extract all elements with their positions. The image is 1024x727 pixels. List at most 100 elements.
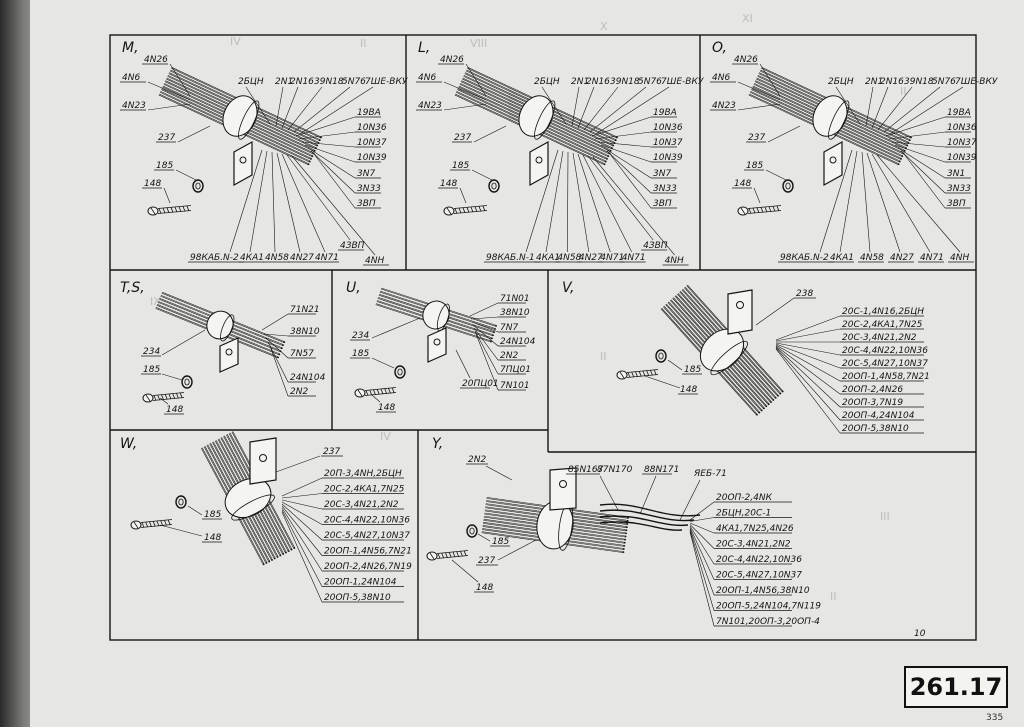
leader-line: [737, 103, 781, 111]
wire-label-top: 2N1: [865, 77, 883, 87]
wire-label-bottom: 4N27: [890, 253, 914, 263]
wire-label-top: ЯЕБ-71: [693, 469, 727, 479]
ghost-text: X: [600, 20, 608, 33]
panel-title: U,: [346, 280, 361, 296]
leader-line: [866, 152, 901, 253]
wire-label-top: 5N76: [638, 77, 662, 87]
leader-line: [871, 153, 931, 253]
leader-line: [281, 503, 323, 541]
leader-line: [759, 63, 781, 97]
thread: [186, 205, 190, 212]
panel-title: V,: [562, 280, 574, 296]
thread: [391, 387, 395, 394]
wire-label-right: 38N10: [500, 308, 530, 318]
thread: [776, 205, 780, 212]
screw-thread: [152, 392, 185, 401]
leader-line: [689, 517, 715, 522]
leader-line: [371, 394, 381, 403]
part-label: 237: [748, 133, 765, 143]
wire-label-right: 7N57: [290, 349, 314, 359]
bracket-hole: [259, 454, 267, 462]
leader-line: [473, 125, 507, 143]
pin-tip: [900, 157, 902, 160]
pin-tip: [624, 535, 627, 538]
leader-line: [301, 141, 356, 148]
wire-group-label: 20С-2,4КА1,7N25: [842, 320, 923, 330]
wire-label-bottom: 4NН: [365, 256, 384, 266]
wire-label-bottom: 4N27: [579, 253, 603, 263]
part-label: 185: [156, 161, 173, 171]
lock-washer: [782, 179, 794, 193]
wire-group-label: 20С-5,4N27,10N37: [716, 571, 802, 581]
wire-group-label: 20ОП-1,4N58,7N21: [842, 372, 930, 382]
leader-line: [261, 313, 289, 331]
thread: [178, 206, 182, 212]
wire-label-right: 3N7: [357, 169, 375, 179]
panel-w: W,23718514820П-3,4NН,2БЦН20С-2,4КА1,7N25…: [120, 431, 412, 603]
wire-label-right: 10N39: [653, 153, 683, 163]
pin-tip: [290, 548, 293, 551]
leader-line: [889, 86, 964, 135]
wire-group-label: 20ОП-5,38N10: [842, 424, 909, 434]
leader-line: [470, 316, 499, 320]
leader-line: [271, 151, 276, 253]
thread: [768, 206, 772, 212]
leader-line: [903, 153, 946, 209]
pin-tip: [276, 556, 279, 558]
leader-line: [281, 86, 299, 129]
ghost-text: II: [360, 37, 367, 50]
leader-line: [819, 149, 853, 253]
wire-label-left: 4N26: [734, 55, 758, 65]
curved-lead: [599, 515, 689, 527]
leader-line: [477, 533, 491, 542]
leader-line: [606, 150, 652, 194]
thread: [474, 206, 478, 212]
insulating-sleeve: [206, 310, 234, 340]
lock-washer: [488, 179, 500, 193]
pin-tip: [767, 403, 770, 406]
pin-tip: [308, 160, 311, 163]
pin-tip: [311, 155, 314, 158]
leader-line: [599, 475, 619, 511]
wire-label-right: 7N101: [500, 381, 530, 391]
thread-edge: [157, 205, 192, 209]
leader-line: [263, 333, 289, 337]
thread: [152, 521, 156, 527]
thread: [156, 520, 160, 527]
wire-label-right: 7N7: [500, 323, 518, 333]
pin-tip: [626, 523, 629, 525]
wire-group-label: 20ОП-5,24N104,7N119: [716, 602, 821, 612]
pin-tip: [287, 550, 290, 552]
wire-label-bottom: 4N71: [600, 253, 624, 263]
wire-label-top: 2БЦН: [828, 77, 854, 87]
thread: [631, 372, 635, 378]
thread: [149, 521, 152, 527]
wire-label-bottom: 98КАБ.N-2: [190, 253, 239, 263]
leader-line: [281, 153, 326, 253]
pin-tip: [279, 554, 282, 557]
part-label: 148: [440, 179, 457, 189]
wire-group-label: 20С-4,4N22,10N36: [716, 555, 802, 565]
thread: [650, 370, 653, 376]
leader-line: [159, 524, 203, 537]
bracket-hole: [829, 156, 837, 164]
outer-frame: [109, 34, 977, 641]
thread: [182, 206, 186, 212]
curved-lead: [599, 509, 695, 522]
leader-line: [287, 86, 323, 131]
ghost-text: IV: [380, 430, 391, 443]
leader-line: [459, 187, 467, 204]
wire-label-bottom: 4N58: [860, 253, 884, 263]
thread: [158, 208, 162, 214]
screw-slot: [446, 207, 452, 215]
leader-line: [689, 530, 715, 611]
wire-label-left: 4N6: [122, 73, 140, 83]
wire-group-label: 20С-3,4N21,2N2: [716, 540, 791, 550]
insulating-sleeve: [518, 95, 554, 137]
lock-washer: [655, 349, 667, 363]
pin-tip: [772, 399, 775, 401]
wire-label-bottom: 4N71: [315, 253, 339, 263]
leader-line: [267, 341, 289, 383]
part-label: 237: [323, 447, 340, 457]
